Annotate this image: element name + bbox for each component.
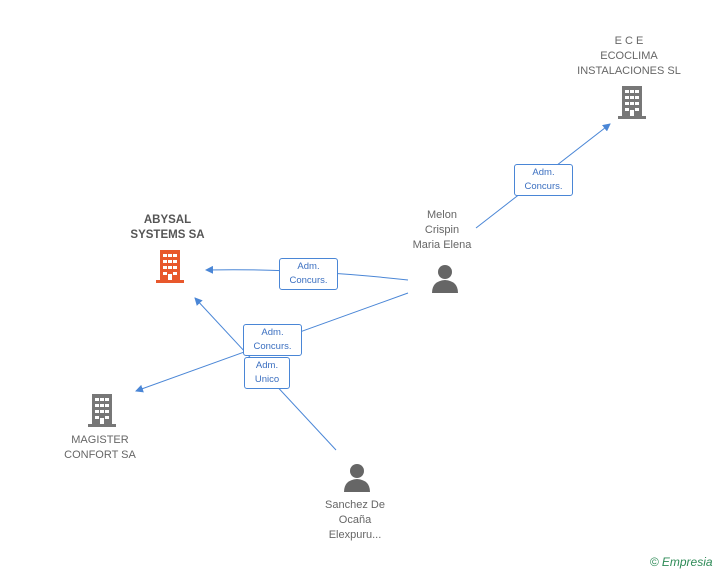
node-melon-line1: Melon: [427, 209, 457, 221]
person-icon[interactable]: [430, 263, 460, 293]
edge-label-melon-abysal[interactable]: Adm. Concurs.: [279, 258, 338, 290]
copyright-symbol: ©: [650, 555, 659, 569]
building-icon[interactable]: [616, 84, 648, 120]
node-melon-label[interactable]: Melon Crispin Maria Elena: [392, 208, 492, 253]
node-melon-line3: Maria Elena: [412, 239, 472, 251]
node-sanchez-line2: Ocaña: [338, 514, 372, 526]
edge-label-line2: Concurs.: [253, 341, 292, 352]
node-magister-line1: MAGISTER: [71, 434, 129, 446]
node-melon-line2: Crispin: [424, 224, 460, 236]
brand-name: Empresia: [661, 555, 713, 569]
edge-label-line1: Adm.: [532, 167, 555, 178]
building-icon[interactable]: [154, 248, 186, 284]
edge-label-melon-magister[interactable]: Adm. Concurs.: [243, 324, 302, 356]
edge-label-line2: Concurs.: [524, 181, 563, 192]
node-ece-label[interactable]: E C E ECOCLIMA INSTALACIONES SL: [562, 34, 696, 79]
edge-label-line1: Adm.: [261, 327, 284, 338]
node-magister-line2: CONFORT SA: [64, 449, 136, 461]
edge-label-line1: Adm.: [297, 261, 320, 272]
node-ece-line1: E C E: [614, 35, 644, 47]
node-ece-line2: ECOCLIMA: [600, 50, 658, 62]
person-icon[interactable]: [342, 462, 372, 492]
edge-label-line1: Adm.: [255, 360, 279, 371]
node-sanchez-line3: Elexpuru...: [328, 529, 382, 541]
node-ece-line3: INSTALACIONES SL: [577, 65, 681, 77]
node-abysal-label[interactable]: ABYSAL SYSTEMS SA: [110, 213, 225, 243]
edge-label-sanchez-abysal[interactable]: Adm. Unico: [244, 357, 290, 389]
edge-label-line2: Unico: [254, 374, 280, 385]
building-icon[interactable]: [86, 392, 118, 428]
node-sanchez-line1: Sanchez De: [325, 499, 385, 511]
edge-label-line2: Concurs.: [289, 275, 328, 286]
node-abysal-line1: ABYSAL: [143, 214, 192, 226]
edge-label-melon-ece[interactable]: Adm. Concurs.: [514, 164, 573, 196]
node-sanchez-label[interactable]: Sanchez De Ocaña Elexpuru...: [305, 498, 405, 543]
node-magister-label[interactable]: MAGISTER CONFORT SA: [50, 433, 150, 463]
brand-watermark: ©Empresia: [650, 555, 713, 569]
node-abysal-line2: SYSTEMS SA: [130, 229, 205, 241]
